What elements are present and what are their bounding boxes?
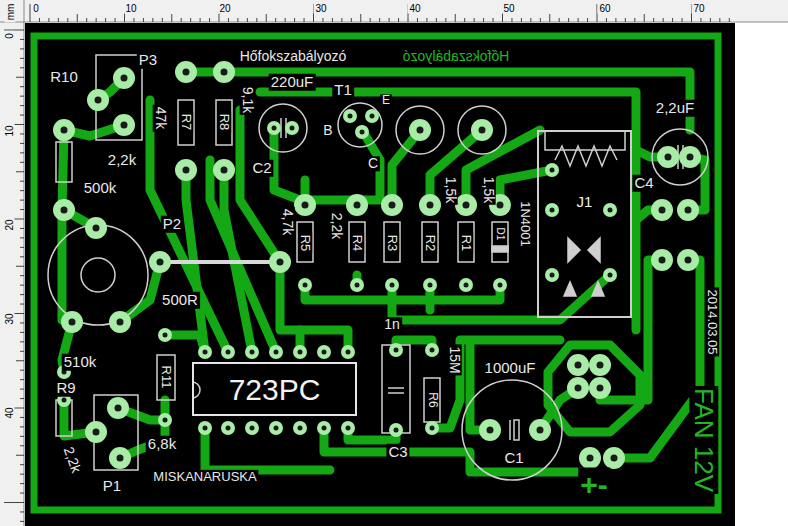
part-name: D1 xyxy=(495,226,506,243)
pin-name: E xyxy=(380,94,392,107)
part-value: 2,2uF xyxy=(654,100,696,117)
copper-traces xyxy=(62,72,705,472)
part-name: R7 xyxy=(179,112,193,133)
part-name: C3 xyxy=(386,444,409,461)
part-name: C4 xyxy=(632,175,655,192)
solder-pads xyxy=(53,61,701,469)
part-value: 2,2k xyxy=(106,152,138,169)
date-mark: 2014.03.05 xyxy=(705,287,719,356)
part-name: R9 xyxy=(54,380,77,397)
ruler-number: 0 xyxy=(31,3,41,14)
relay-outline: J1 xyxy=(537,130,632,318)
pin-name: C xyxy=(366,156,380,171)
ruler-number: 0 xyxy=(4,31,15,41)
part-name: R3 xyxy=(385,233,399,254)
part-name: R4 xyxy=(350,233,364,254)
ic-package: 723PC xyxy=(192,362,357,416)
ruler-number: 50 xyxy=(501,3,516,14)
ruler-number: 30 xyxy=(313,3,328,14)
part-name: C1 xyxy=(502,450,525,467)
top-ruler xyxy=(0,0,788,22)
part-value: 9,1k xyxy=(239,85,254,115)
part-name: P2 xyxy=(161,216,183,233)
ruler-number: 30 xyxy=(4,311,15,326)
polarity-mark: +- xyxy=(578,468,610,501)
part-value: 220uF xyxy=(269,74,316,91)
component-outlines xyxy=(48,55,708,480)
part-value: 1,5k xyxy=(442,175,457,205)
part-name: R6 xyxy=(425,390,438,409)
ruler-number: 20 xyxy=(217,3,232,14)
part-value: 15M xyxy=(446,344,461,375)
part-name: P1 xyxy=(101,478,123,495)
supply-mark: FAN 12V xyxy=(690,386,719,494)
ruler-unit: mm xyxy=(5,2,16,23)
left-ruler xyxy=(0,0,24,526)
part-name: T1 xyxy=(332,82,354,99)
board-ground xyxy=(25,23,735,526)
author-mark: MISKANARUSKA xyxy=(151,470,258,484)
part-value: 47k xyxy=(152,105,167,132)
part-value: 2,2k xyxy=(60,443,85,477)
ruler-number: 10 xyxy=(123,3,138,14)
ic-type: 723PC xyxy=(227,373,323,406)
part-value: 1,5k xyxy=(480,175,495,205)
part-name: J1 xyxy=(575,194,595,211)
part-value: 6,8k xyxy=(146,436,178,453)
part-value: 1N4001 xyxy=(518,199,532,249)
part-value: 1000uF xyxy=(483,360,538,377)
part-name: R2 xyxy=(423,233,437,254)
part-value: 500k xyxy=(82,180,119,197)
part-value: 500R xyxy=(160,292,200,309)
pin-name: B xyxy=(321,123,334,138)
part-name: R1 xyxy=(459,233,473,254)
ruler-number: 10 xyxy=(4,123,15,138)
mirrored-title: Hőfokszabályozó xyxy=(401,49,512,64)
part-name: R11 xyxy=(159,364,173,391)
part-value: 510k xyxy=(62,354,99,371)
part-name: R10 xyxy=(48,69,80,86)
ruler-number: 70 xyxy=(691,3,706,14)
part-value: 2,2k xyxy=(328,211,343,241)
board-title: Hőfokszabályozó xyxy=(238,49,349,64)
part-name: C2 xyxy=(250,160,273,177)
part-value: 4,7k xyxy=(279,207,294,237)
board-outline xyxy=(34,36,718,510)
ruler-number: 40 xyxy=(407,3,422,14)
ruler-number: 60 xyxy=(597,3,612,14)
part-name: R8 xyxy=(217,112,231,133)
ruler-number: 20 xyxy=(4,217,15,232)
part-name: P3 xyxy=(137,52,159,69)
wire-jumper xyxy=(160,260,280,264)
ruler-number: 40 xyxy=(4,405,15,420)
part-value: 1n xyxy=(382,317,402,332)
part-name: R5 xyxy=(298,233,312,254)
